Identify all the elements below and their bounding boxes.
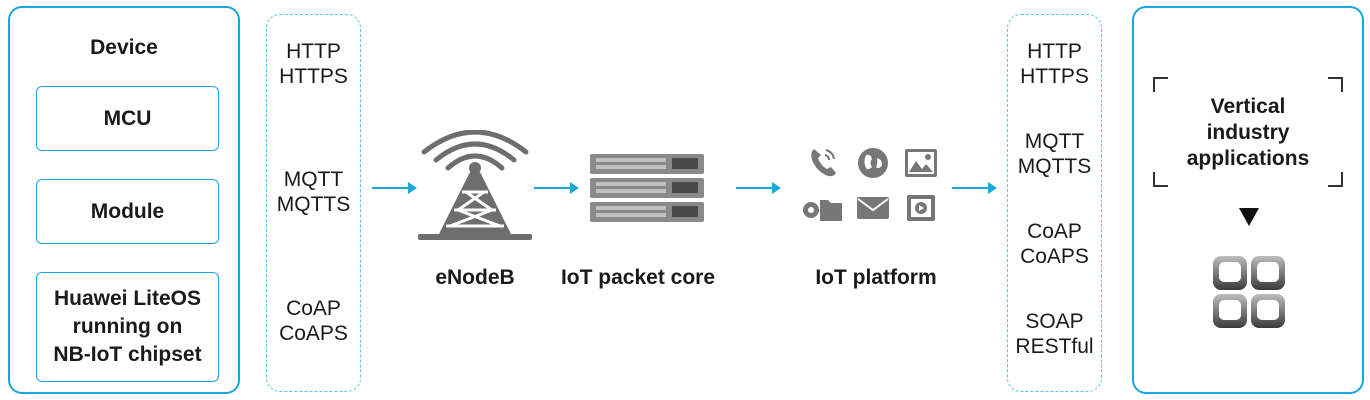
os-line: Huawei LiteOS xyxy=(53,287,202,310)
protocol-group-mqtt: MQTT MQTTS xyxy=(1008,129,1101,179)
applications-title: Vertical industry applications xyxy=(1134,94,1362,172)
server-rack-icon xyxy=(590,154,704,222)
flow-arrow xyxy=(952,182,997,194)
phone-icon xyxy=(811,149,836,177)
cell-tower-icon xyxy=(418,130,532,240)
device-title: Device xyxy=(90,36,158,59)
device-panel: Device MCU Module Huawei LiteOS running … xyxy=(8,6,240,394)
mail-icon xyxy=(857,197,889,219)
protocol-label: HTTPS xyxy=(1020,65,1089,88)
protocol-group-mqtt: MQTT MQTTS xyxy=(267,167,360,217)
mcu-box: MCU xyxy=(36,86,219,151)
os-line: running on xyxy=(72,315,183,338)
applications-panel: Vertical industry applications xyxy=(1132,6,1364,394)
applications-title-line: applications xyxy=(1186,147,1310,170)
os-box: Huawei LiteOS running on NB-IoT chipset xyxy=(36,272,219,382)
flow-arrow xyxy=(372,182,417,194)
iot-platform-label: IoT platform xyxy=(815,266,937,289)
protocol-label: RESTful xyxy=(1015,335,1094,358)
protocol-label: CoAPS xyxy=(279,322,348,345)
packet-core-label: IoT packet core xyxy=(560,266,716,289)
flow-arrow xyxy=(534,182,579,194)
protocol-label: HTTP xyxy=(286,40,341,63)
protocol-label: CoAPS xyxy=(1020,245,1089,268)
os-line: NB-IoT chipset xyxy=(53,343,202,366)
protocol-label: MQTTS xyxy=(276,193,351,216)
flow-arrow xyxy=(736,182,781,194)
protocol-group-coap: CoAP CoAPS xyxy=(267,296,360,346)
enodeb-label: eNodeB xyxy=(435,266,515,289)
module-box: Module xyxy=(36,179,219,244)
folder-icon xyxy=(803,200,842,221)
protocol-label: SOAP xyxy=(1025,310,1084,333)
protocol-group-coap: CoAP CoAPS xyxy=(1008,219,1101,269)
globe-icon xyxy=(858,148,888,178)
app-grid-icon xyxy=(1213,256,1285,328)
applications-title-line: industry xyxy=(1206,121,1290,144)
bracket-frame xyxy=(1153,77,1343,187)
triangle-down-icon xyxy=(1239,208,1259,226)
module-label: Module xyxy=(90,199,165,223)
protocol-group-http: HTTP HTTPS xyxy=(1008,39,1101,89)
protocol-label: MQTTS xyxy=(1017,155,1092,178)
left-protocol-panel: HTTP HTTPS MQTT MQTTS CoAP CoAPS xyxy=(266,14,361,392)
protocol-group-soap: SOAP RESTful xyxy=(1008,309,1101,359)
protocol-label: MQTT xyxy=(283,168,344,191)
protocol-label: CoAP xyxy=(1027,220,1082,243)
picture-icon xyxy=(905,149,937,177)
applications-title-line: Vertical xyxy=(1210,95,1286,118)
right-protocol-panel: HTTP HTTPS MQTT MQTTS CoAP CoAPS SOAP RE… xyxy=(1007,14,1102,392)
protocol-label: MQTT xyxy=(1024,130,1085,153)
protocol-label: CoAP xyxy=(286,297,341,320)
video-icon xyxy=(907,195,935,221)
protocol-label: HTTP xyxy=(1027,40,1082,63)
protocol-group-http: HTTP HTTPS xyxy=(267,39,360,89)
protocol-label: HTTPS xyxy=(279,65,348,88)
mcu-label: MCU xyxy=(103,106,152,130)
